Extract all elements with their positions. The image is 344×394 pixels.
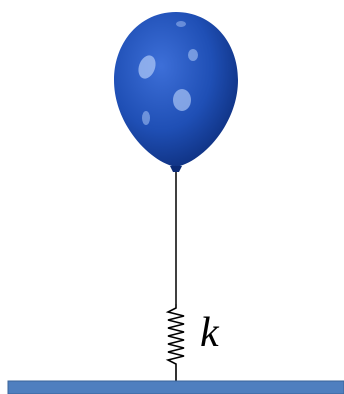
- balloon-knot: [170, 166, 182, 172]
- spring-icon: [168, 304, 184, 382]
- ground: [8, 381, 344, 394]
- balloon-highlight: [176, 21, 186, 27]
- balloon-highlight: [188, 49, 198, 61]
- spring-constant-label: k: [200, 310, 220, 356]
- balloon-body: [114, 12, 238, 167]
- balloon-highlight: [173, 89, 191, 111]
- balloon-icon: [114, 12, 238, 172]
- spring-coil: [168, 304, 184, 382]
- balloon-highlight: [142, 111, 150, 125]
